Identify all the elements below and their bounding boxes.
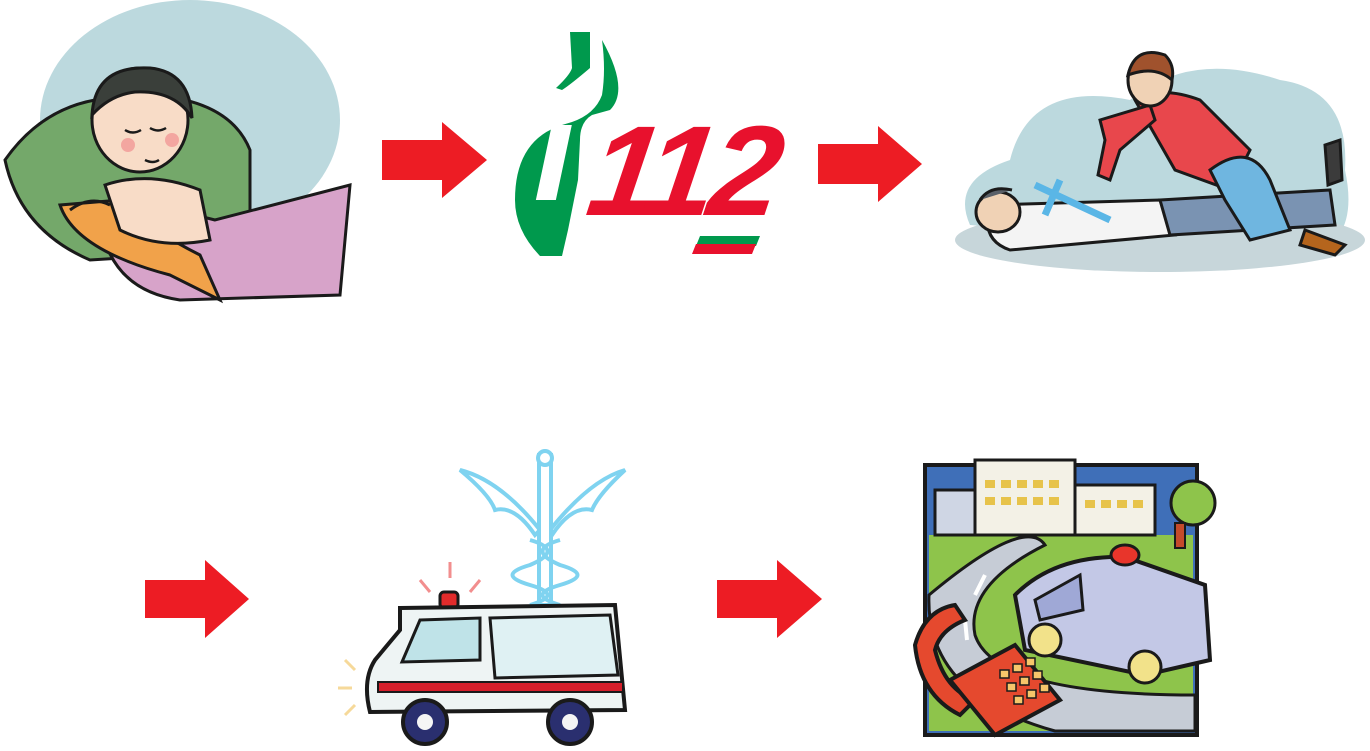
injured-child-illustration xyxy=(0,0,360,305)
caduceus-icon xyxy=(460,451,625,605)
arrow-right-icon xyxy=(382,122,487,198)
ambulance-caduceus-illustration xyxy=(330,450,640,750)
hospital-illustration xyxy=(905,445,1225,745)
emergency-number-text: 112 xyxy=(580,101,792,243)
arrow-right-icon xyxy=(145,560,249,638)
phone-112-icon: 112 xyxy=(510,30,780,260)
arrow-right-icon xyxy=(717,560,822,638)
first-aid-illustration xyxy=(950,40,1365,280)
arrow-right-icon xyxy=(818,126,922,202)
